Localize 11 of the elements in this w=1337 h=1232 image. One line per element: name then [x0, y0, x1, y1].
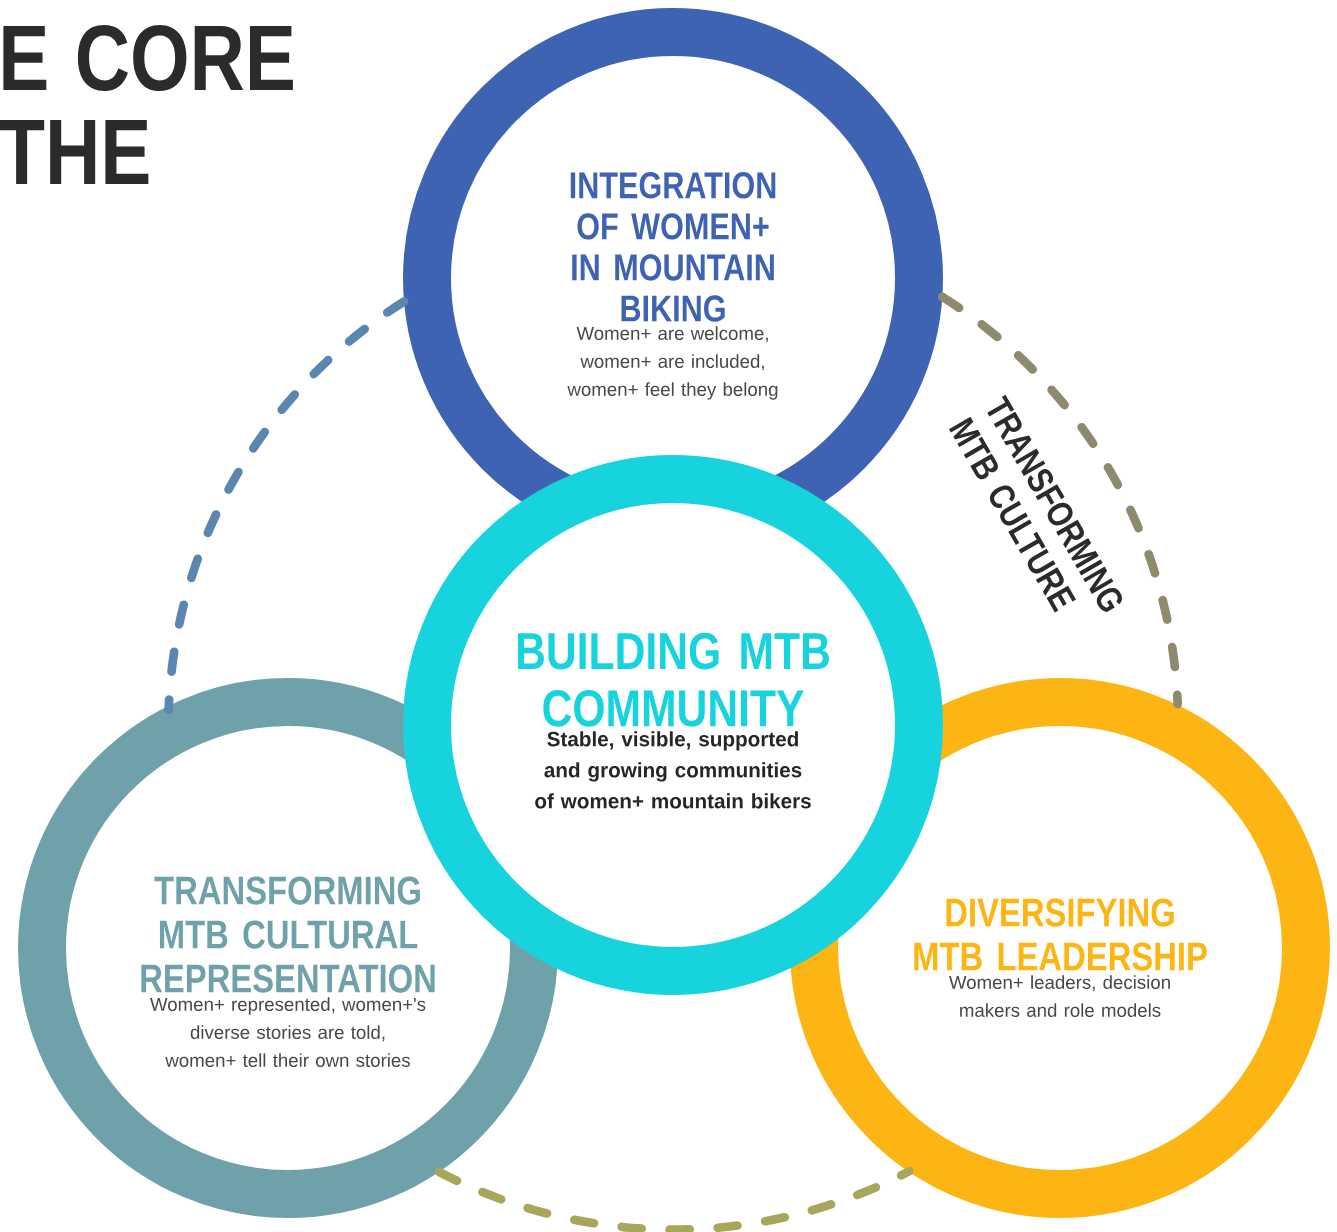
dashed-arc	[434, 1166, 914, 1232]
body-text: Women+ leaders, decision makers and role models	[949, 975, 1170, 1017]
dashed-arc	[164, 297, 409, 715]
heading-text: INTEGRATION OF WOMEN+ IN MOUNTAIN BIKING	[570, 172, 776, 322]
heading-text: E CORE	[3, 24, 293, 92]
body-text: Women+ represented, women+'s diverse stories are told, women+ tell their own stories	[150, 997, 426, 1067]
heading-text: TRANSFORMING MTB CULTURAL REPRESENTATION	[141, 876, 435, 993]
body-text: Women+ are welcome, women+ are included, women+ feel they belong	[567, 326, 778, 400]
heading-text: DIVERSIFYING MTB LEADERSHIP	[914, 898, 1207, 971]
dashed-arc	[938, 292, 1183, 709]
heading-text: THE	[0, 119, 149, 185]
